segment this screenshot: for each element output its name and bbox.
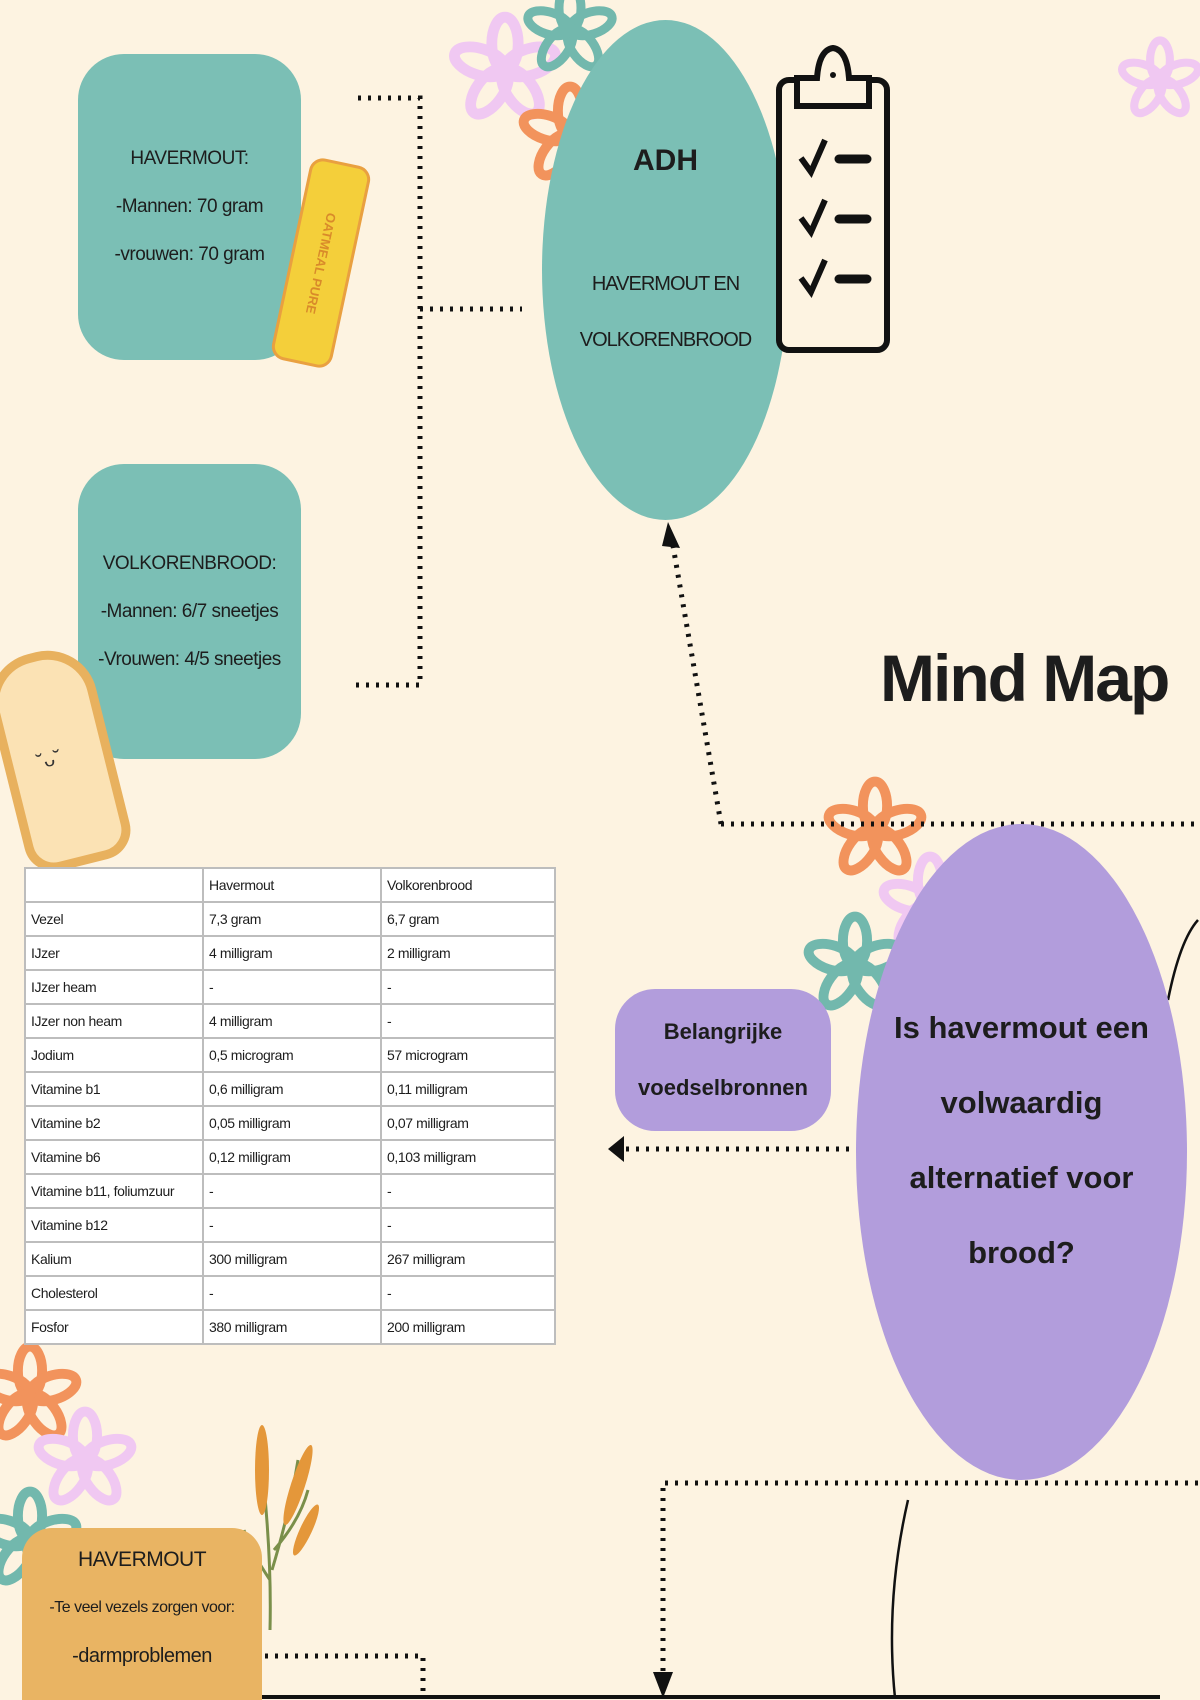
table-header-cell xyxy=(24,867,204,903)
wheat-icon xyxy=(242,1425,320,1630)
table-cell: 0,05 milligram xyxy=(202,1105,382,1141)
table-cell: 267 milligram xyxy=(380,1241,556,1277)
table-cell: 0,12 milligram xyxy=(202,1139,382,1175)
table-row: Vitamine b11, foliumzuur-- xyxy=(24,1173,556,1209)
table-cell: 57 microgram xyxy=(380,1037,556,1073)
adh-title: ADH xyxy=(633,144,698,177)
havermout-women: -vrouwen: 70 gram xyxy=(114,244,265,265)
volkorenbrood-adh-box: VOLKORENBROOD: -Mannen: 6/7 sneetjes -Vr… xyxy=(78,464,301,759)
table-cell: - xyxy=(380,1003,556,1039)
arrow-head-icon xyxy=(608,1136,624,1162)
volkorenbrood-women: -Vrouwen: 4/5 sneetjes xyxy=(98,648,281,670)
question-line: volwaardig xyxy=(940,1085,1103,1120)
table-cell: 0,07 milligram xyxy=(380,1105,556,1141)
havermout-adh-box: HAVERMOUT: -Mannen: 70 gram -vrouwen: 70… xyxy=(78,54,301,360)
table-cell: - xyxy=(380,1207,556,1243)
table-cell: Vezel xyxy=(24,901,204,937)
table-cell: Kalium xyxy=(24,1241,204,1277)
downside-line: -Te veel vezels zorgen voor: xyxy=(49,1599,235,1616)
table-cell: 0,103 milligram xyxy=(380,1139,556,1175)
question-line: brood? xyxy=(968,1235,1075,1270)
question-line: Is havermout een xyxy=(894,1010,1149,1045)
table-header-cell: Havermout xyxy=(202,867,382,903)
table-cell: 0,5 microgram xyxy=(202,1037,382,1073)
table-cell: - xyxy=(202,1173,382,1209)
table-cell: Vitamine b11, foliumzuur xyxy=(24,1173,204,1209)
pill-line: Belangrijke xyxy=(663,1019,783,1044)
table-cell: - xyxy=(202,969,382,1005)
downside-line: -darmproblemen xyxy=(72,1645,212,1667)
table-row: IJzer heam-- xyxy=(24,969,556,1005)
adh-line: VOLKORENBROOD xyxy=(579,329,752,351)
table-header-cell: Volkorenbrood xyxy=(380,867,556,903)
table-cell: 0,11 milligram xyxy=(380,1071,556,1107)
table-cell: Fosfor xyxy=(24,1309,204,1345)
pill-line: voedselbronnen xyxy=(638,1075,808,1100)
havermout-downside-box: HAVERMOUT -Te veel vezels zorgen voor: -… xyxy=(22,1528,262,1700)
food-sources-pill: Belangrijke voedselbronnen xyxy=(615,989,831,1131)
table-cell: IJzer non heam xyxy=(24,1003,204,1039)
table-cell: - xyxy=(380,969,556,1005)
table-cell: Cholesterol xyxy=(24,1275,204,1311)
table-cell: 380 milligram xyxy=(202,1309,382,1345)
table-cell: IJzer heam xyxy=(24,969,204,1005)
havermout-men: -Mannen: 70 gram xyxy=(115,196,264,217)
table-cell: 200 milligram xyxy=(380,1309,556,1345)
table-cell: - xyxy=(380,1173,556,1209)
downside-title: HAVERMOUT xyxy=(77,1548,207,1571)
table-row: Cholesterol-- xyxy=(24,1275,556,1311)
table-cell: Vitamine b6 xyxy=(24,1139,204,1175)
table-cell: 300 milligram xyxy=(202,1241,382,1277)
question-line: alternatief voor xyxy=(909,1160,1134,1195)
table-cell: Vitamine b1 xyxy=(24,1071,204,1107)
havermout-box-title: HAVERMOUT: xyxy=(130,148,249,169)
clipboard-checklist-icon xyxy=(776,44,890,353)
table-cell: - xyxy=(202,1207,382,1243)
table-cell: - xyxy=(202,1275,382,1311)
table-cell: Vitamine b12 xyxy=(24,1207,204,1243)
table-cell: Jodium xyxy=(24,1037,204,1073)
table-cell: 7,3 gram xyxy=(202,901,382,937)
table-cell: 2 milligram xyxy=(380,935,556,971)
arrow-head-icon xyxy=(653,1672,673,1698)
page-title: Mind Map xyxy=(880,641,1170,715)
table-cell: IJzer xyxy=(24,935,204,971)
volkorenbrood-men: -Mannen: 6/7 sneetjes xyxy=(100,600,279,622)
adh-circle: ADH HAVERMOUT EN VOLKORENBROOD xyxy=(542,20,789,520)
arrow-head-icon xyxy=(662,522,680,548)
table-cell: 4 milligram xyxy=(202,935,382,971)
table-cell: 4 milligram xyxy=(202,1003,382,1039)
adh-line: HAVERMOUT EN xyxy=(591,273,740,295)
can-label: OATMEAL PURE xyxy=(302,211,340,315)
central-question-circle: Is havermout een volwaardig alternatief … xyxy=(856,824,1187,1480)
table-cell: - xyxy=(380,1275,556,1311)
table-row: Vitamine b12-- xyxy=(24,1207,556,1243)
volkorenbrood-box-title: VOLKORENBROOD: xyxy=(102,552,277,574)
table-cell: 6,7 gram xyxy=(380,901,556,937)
table-cell: Vitamine b2 xyxy=(24,1105,204,1141)
table-cell: 0,6 milligram xyxy=(202,1071,382,1107)
